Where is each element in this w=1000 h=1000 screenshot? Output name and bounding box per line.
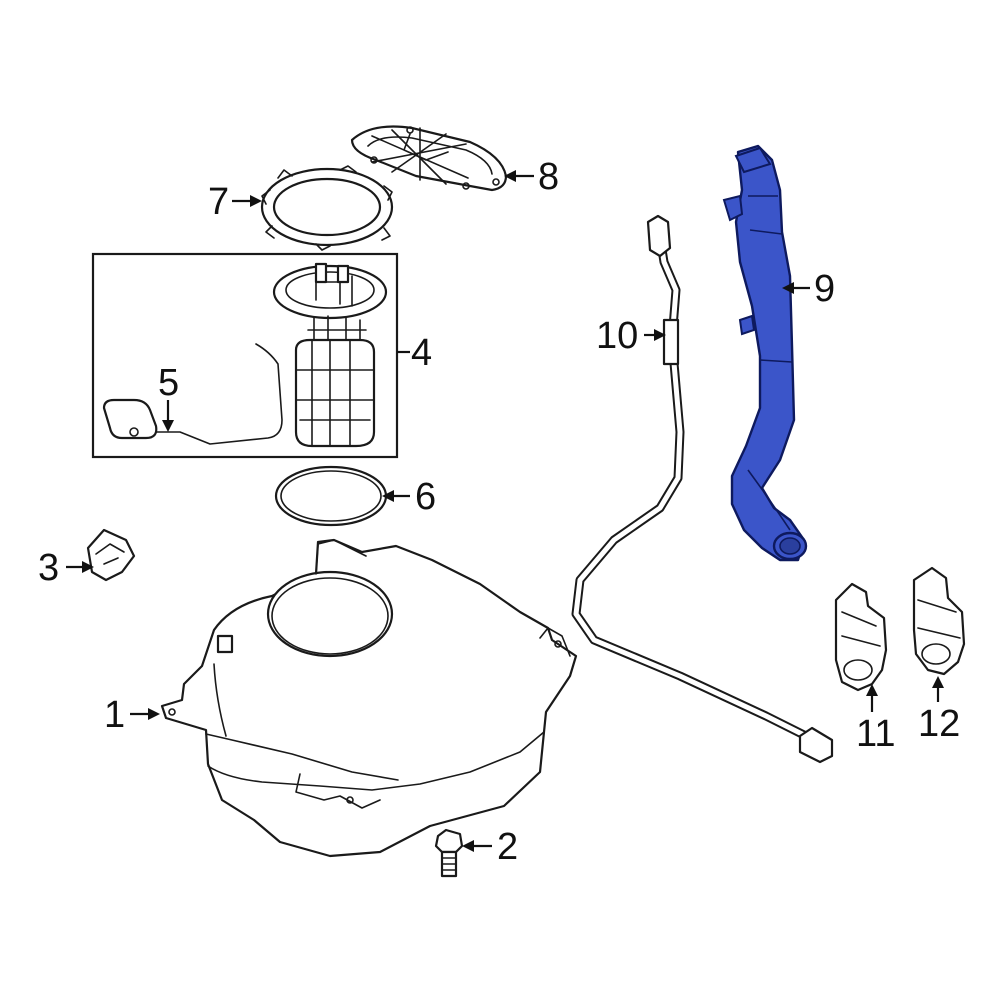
callout-labels: 1 2 3 4 5 6 7 8 9 10 11 12 <box>38 156 960 868</box>
part-5-fuel-level-sender[interactable] <box>102 398 158 440</box>
part-4-fuel-pump-module[interactable] <box>91 252 399 459</box>
callout-7: 7 <box>208 181 229 223</box>
callout-2: 2 <box>497 826 518 868</box>
callout-8: 8 <box>538 156 559 198</box>
callout-11: 11 <box>856 713 895 755</box>
part-9-fuel-filler-neck[interactable] <box>722 144 808 562</box>
part-1-fuel-tank[interactable] <box>160 538 578 858</box>
part-6-o-ring-seal[interactable] <box>274 465 388 527</box>
part-10-vent-hose[interactable] <box>571 214 834 764</box>
callout-10: 10 <box>596 315 638 357</box>
callout-6: 6 <box>415 476 436 518</box>
callout-9: 9 <box>814 268 835 310</box>
part-12-bracket[interactable] <box>912 566 966 676</box>
callout-12: 12 <box>918 703 960 745</box>
part-11-bracket[interactable] <box>834 582 888 692</box>
callout-5: 5 <box>158 362 179 404</box>
leader-lines <box>66 170 944 852</box>
part-3-clip[interactable] <box>86 528 136 582</box>
part-7-lock-ring[interactable] <box>260 165 394 251</box>
callout-4: 4 <box>411 332 432 374</box>
callout-3: 3 <box>38 547 59 589</box>
callout-1: 1 <box>104 694 125 736</box>
part-2-bolt[interactable] <box>434 828 464 878</box>
